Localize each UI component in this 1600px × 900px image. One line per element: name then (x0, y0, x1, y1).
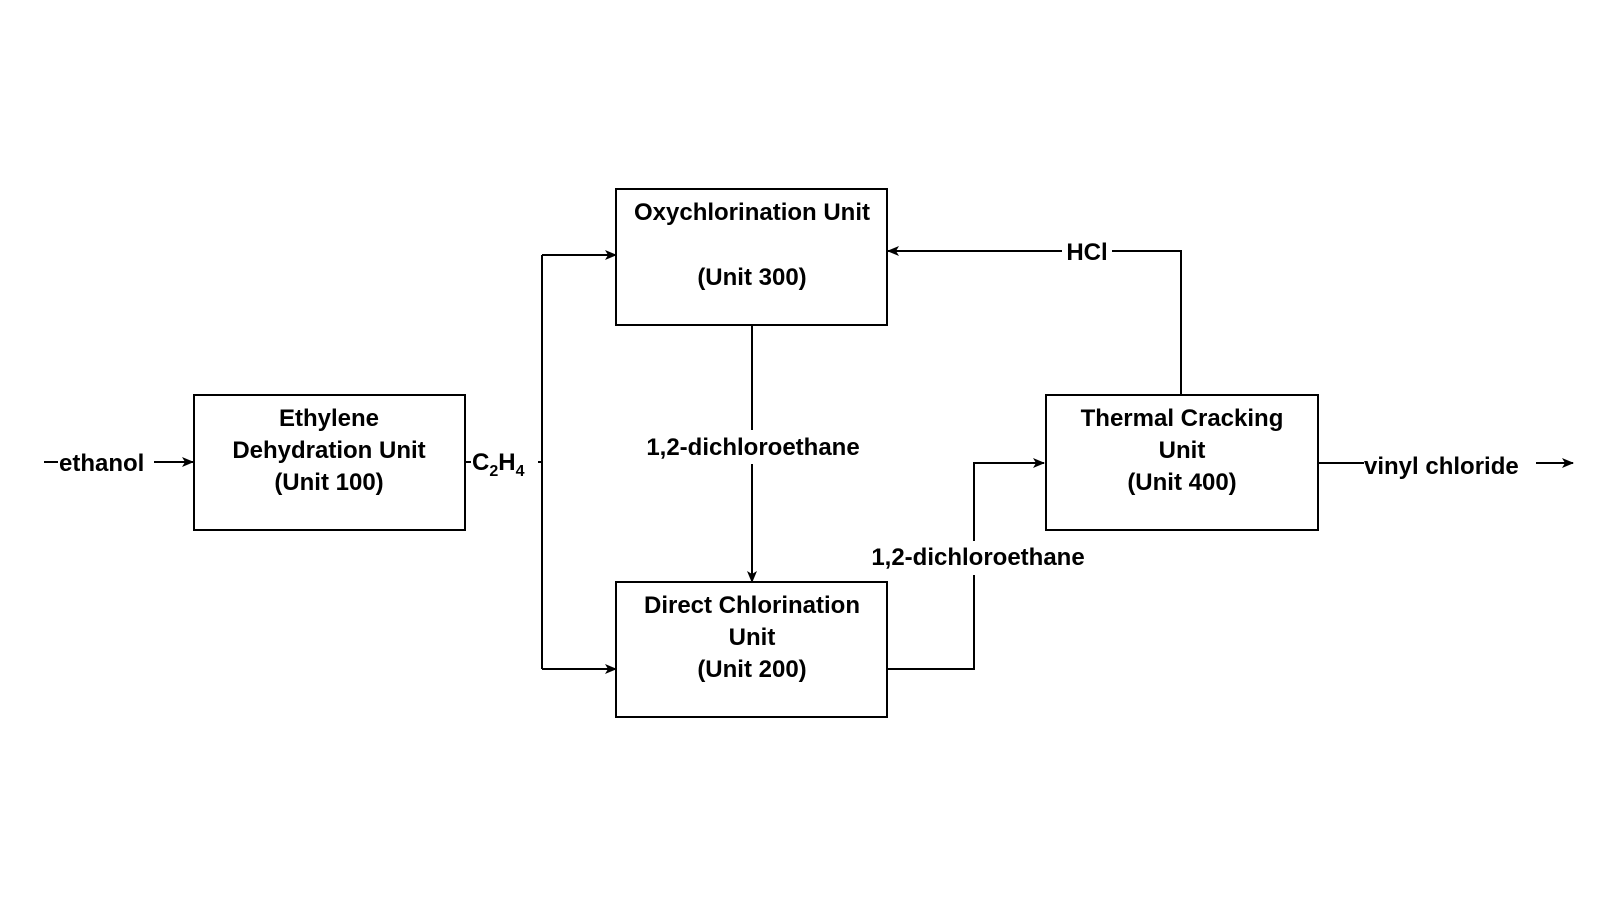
ethanol-label: ethanol (59, 450, 144, 477)
hcl-label: HCl (1066, 239, 1107, 266)
unit-100-line3: (Unit 100) (274, 469, 383, 496)
unit-400-line2: Unit (1159, 437, 1206, 464)
unit-300-line1: Oxychlorination Unit (634, 199, 870, 226)
unit-400-line1: Thermal Cracking (1081, 405, 1284, 432)
ethylene-label: C2H4 (472, 449, 525, 480)
unit-200-line3: (Unit 200) (697, 656, 806, 683)
unit-400-line3: (Unit 400) (1127, 469, 1236, 496)
vinyl-chloride-label: vinyl chloride (1364, 453, 1519, 480)
unit-200-line1: Direct Chlorination (644, 592, 860, 619)
unit-300-line2: (Unit 300) (697, 264, 806, 291)
unit-100-line1: Ethylene (279, 405, 379, 432)
edc-from-unit-200-label: 1,2-dichloroethane (871, 544, 1084, 571)
unit-100-line2: Dehydration Unit (232, 437, 425, 464)
edc-from-unit-300-label: 1,2-dichloroethane (646, 434, 859, 461)
unit-200-line2: Unit (729, 624, 776, 651)
unit-300-box: Oxychlorination Unit (Unit 300) (615, 188, 888, 326)
unit-200-box: Direct Chlorination Unit (Unit 200) (615, 581, 888, 718)
unit-100-box: Ethylene Dehydration Unit (Unit 100) (193, 394, 466, 531)
hcl-recycle-arrow (887, 246, 1182, 395)
unit-400-box: Thermal Cracking Unit (Unit 400) (1045, 394, 1319, 531)
